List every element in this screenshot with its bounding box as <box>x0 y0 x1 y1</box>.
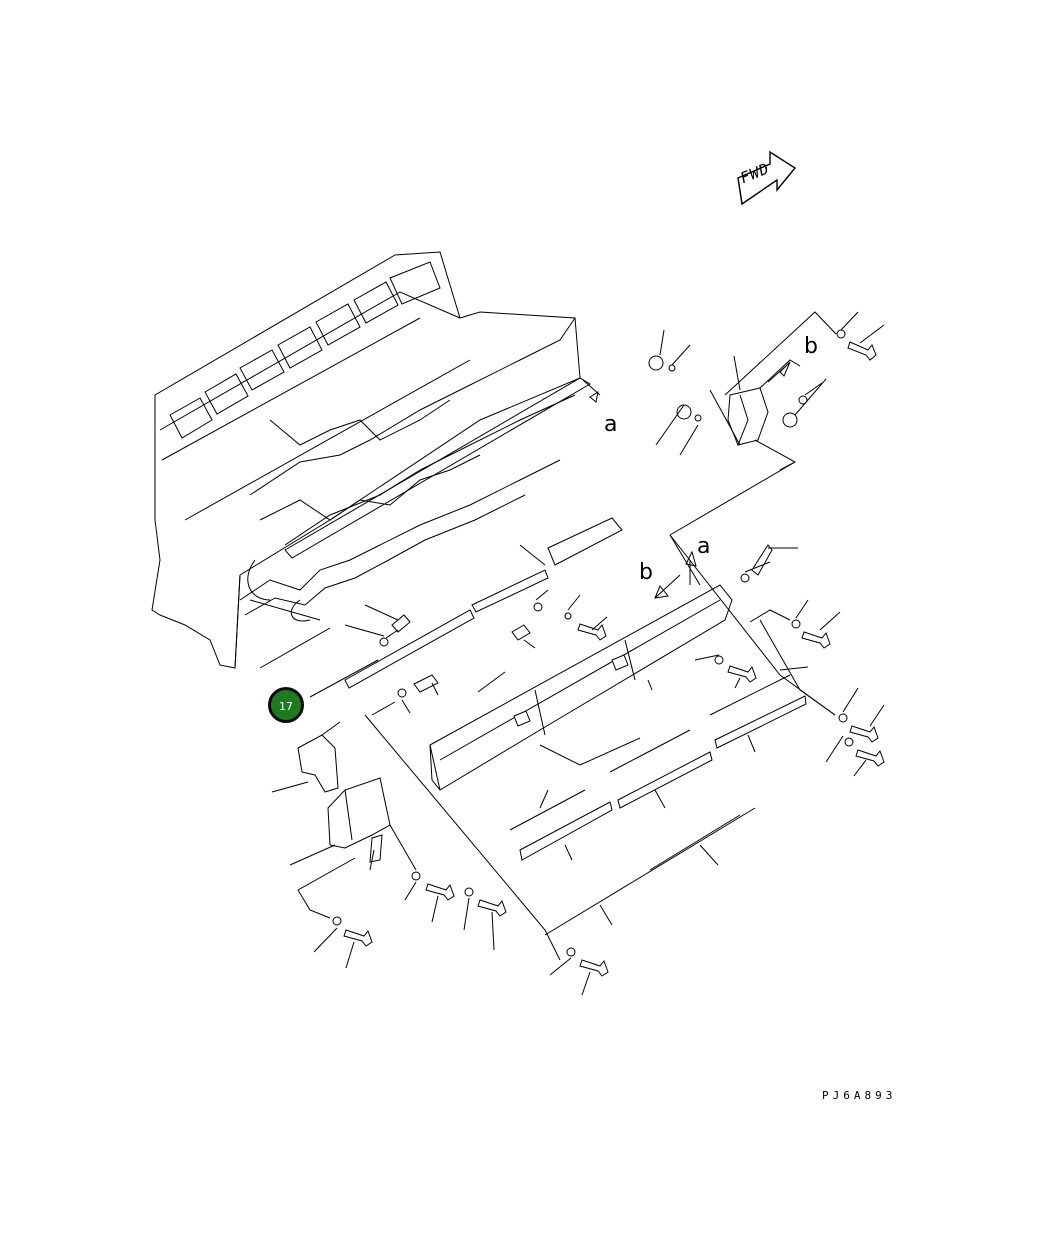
lower-heat-shield-assembly <box>364 534 836 961</box>
part-callout-marker[interactable]: 17 <box>268 687 304 723</box>
fwd-arrow-icon <box>737 150 797 206</box>
callout-number: 17 <box>279 700 293 713</box>
view-label-a-lower: a <box>697 534 711 559</box>
upper-bracket-assembly <box>648 311 885 536</box>
view-label-b-lower: b <box>639 560 653 585</box>
drawing-code: PJ6A893 <box>822 1089 897 1102</box>
view-label-b-upper: b <box>804 334 818 359</box>
middle-shield-strip <box>309 517 885 777</box>
engine-block <box>151 251 601 669</box>
lower-bracket-assembly <box>271 701 609 996</box>
view-label-a-upper: a <box>604 412 618 437</box>
